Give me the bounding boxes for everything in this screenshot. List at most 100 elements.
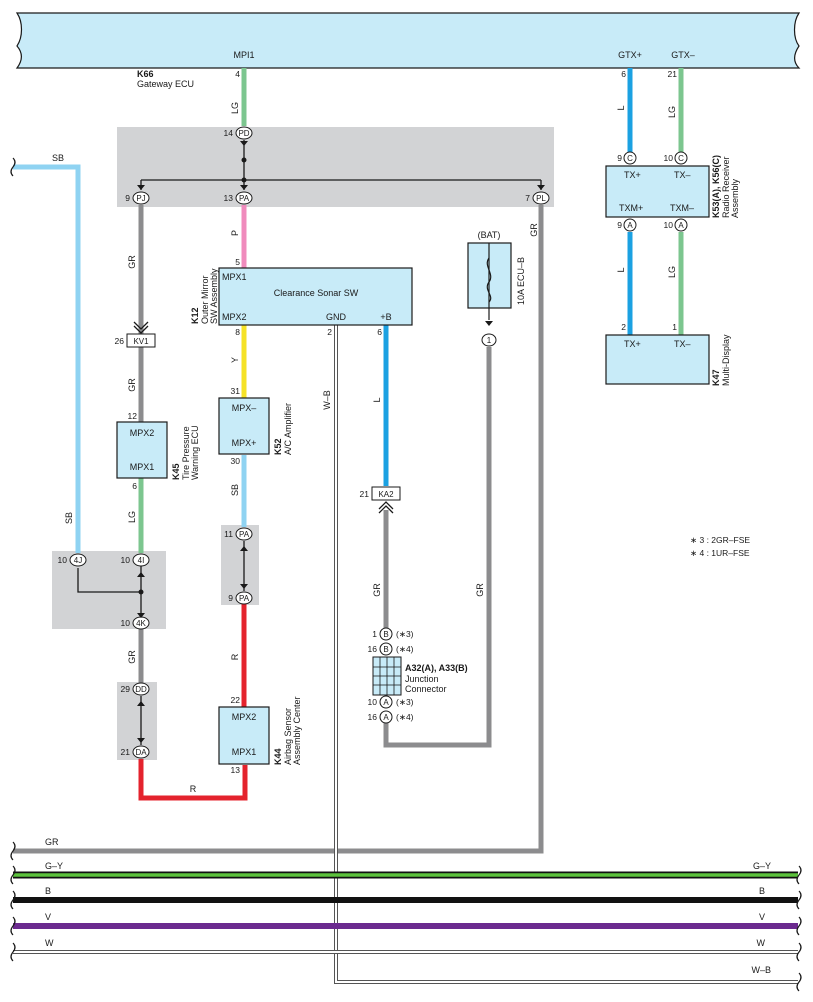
pin-26: 26 [115,336,125,346]
svg-text:KA2: KA2 [378,490,394,499]
svg-text:4I: 4I [138,556,145,565]
pin-16-j-a: 16 [368,712,378,722]
bus-label-b-left: B [45,886,51,896]
term-pa-mid-bot: PA [235,591,253,605]
fuse-name: 10A ECU–B [516,257,526,305]
k45-mpx2: MPX2 [130,428,155,438]
k53-code: K53(A), K56(C) [711,155,721,218]
pin-6-bplus: 6 [377,327,382,337]
gateway-ecu-box [15,12,801,69]
wire-label-lg-3: LG [667,266,677,278]
pin-12: 12 [128,411,138,421]
svg-text:DA: DA [135,748,147,757]
term-pa-mid-top: PA [235,527,253,541]
wire-label-sb-1: SB [52,153,64,163]
wire-label-r-2: R [190,784,197,794]
pin-10-c: 10 [664,153,674,163]
term-b-1: B [379,627,393,641]
pin-14: 14 [224,128,234,138]
note-4: ∗ 4 : 1UR–FSE [690,548,750,558]
k45-box [116,421,168,479]
junction-code: A32(A), A33(B) [405,663,468,673]
term-a-9: A [623,218,637,232]
term-4i: 4I [132,553,150,567]
svg-text:A: A [627,221,633,230]
pin-10-4j: 10 [58,555,68,565]
k44-box [218,706,270,765]
pin-30: 30 [231,456,241,466]
k52-mpxm: MPX– [232,403,257,413]
term-pj: PJ [132,191,150,205]
gateway-code: K66 [137,69,154,79]
svg-text:DD: DD [135,685,147,694]
pin-29: 29 [121,684,131,694]
k47-name: Multi-Display [721,334,731,386]
k53-box [605,165,710,218]
term-a-j10: A [379,695,393,709]
term-dd: DD [132,682,150,696]
wire-label-gr-1: GR [127,255,137,269]
term-pd: PD [235,126,253,140]
pin-31: 31 [231,386,241,396]
k12-box [218,267,413,326]
note-3: ∗ 3 : 2GR–FSE [690,535,750,545]
k52-code: K52 [273,438,283,455]
wire-label-l-2: L [616,267,626,272]
k12-title: Clearance Sonar SW [274,288,359,298]
k12-name2: SW Assembly [209,268,219,324]
pin-10-a: 10 [664,220,674,230]
inline-ka2: KA2 [371,486,401,514]
pin-6-k45: 6 [132,481,137,491]
wire-label-gr-4: GR [372,583,382,597]
pin-21-da: 21 [121,747,131,757]
wire-label-lg-2: LG [667,106,677,118]
svg-text:A: A [383,713,389,722]
k12-mpx2: MPX2 [222,312,247,322]
wire-sb-left [13,164,81,553]
inline-kv1: KV1 [126,321,156,348]
pin-10-4i: 10 [121,555,131,565]
svg-text:PL: PL [536,194,546,203]
pin-8: 8 [235,327,240,337]
k45-mpx1: MPX1 [130,462,155,472]
junction-block-4j [52,551,166,629]
svg-text:A: A [383,698,389,707]
pin-9-pa: 9 [228,593,233,603]
pin-gtxm-num: 21 [668,69,678,79]
j-v4-a: (∗4) [396,712,414,722]
term-a-j16: A [379,710,393,724]
k53-txm: TX– [674,170,691,180]
k52-box [218,397,270,455]
term-c-10: C [674,151,688,165]
wire-gr-pl [13,205,544,854]
gateway-name: Gateway ECU [137,79,194,89]
term-pa-top: PA [235,191,253,205]
bus-label-w-left: W [45,938,54,948]
svg-text:4K: 4K [136,619,146,628]
k53-txp: TX+ [624,170,641,180]
k53-name2: Assembly [730,178,740,218]
k12-code: K12 [190,307,200,324]
bus-label-gy-left: G–Y [45,861,63,871]
pin-21-ka2: 21 [360,489,370,499]
wire-label-y: Y [230,357,240,363]
svg-text:B: B [383,645,388,654]
pin-9-pj: 9 [125,193,130,203]
pin-1-k47: 1 [672,322,677,332]
pin-gtxp-num: 6 [621,69,626,79]
svg-text:PJ: PJ [136,194,145,203]
k52-mpxp: MPX+ [232,438,257,448]
junction-dots [138,157,247,595]
bus-label-w-right: W [757,938,766,948]
fuse-bat: (BAT) [478,230,501,240]
k45-name2: Warning ECU [190,425,200,480]
svg-text:B: B [383,630,388,639]
term-b-16: B [379,642,393,656]
wire-label-l-3: L [372,397,382,402]
bus-label-v-left: V [45,912,51,922]
k47-txm: TX– [674,339,691,349]
wire-label-wb: W–B [322,390,332,410]
wire-label-gr-3: GR [127,378,137,392]
term-4k: 4K [132,616,150,630]
